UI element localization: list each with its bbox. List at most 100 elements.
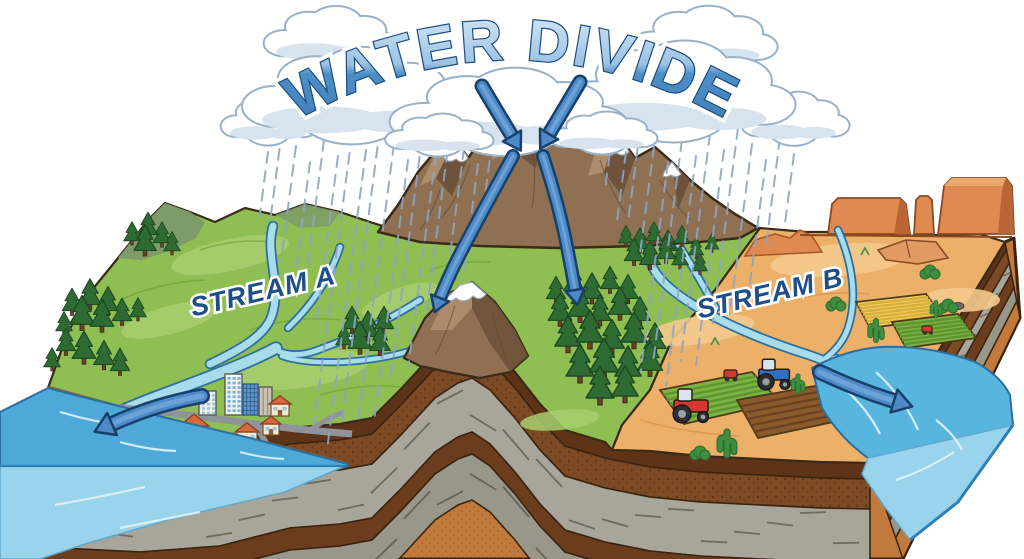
rock-striation	[205, 532, 233, 538]
hill-contour-line	[319, 385, 401, 396]
rain-streak	[407, 153, 437, 366]
rain-streak	[372, 159, 409, 425]
arrow-head	[93, 411, 119, 437]
window	[227, 377, 231, 380]
pine-tree-icon	[585, 365, 615, 406]
rock-striation	[337, 503, 365, 512]
rain-streak	[341, 127, 381, 421]
path-shape	[565, 343, 595, 377]
path-shape	[373, 305, 395, 330]
window	[227, 400, 231, 403]
path-shape	[547, 292, 573, 321]
crop-row	[903, 333, 974, 346]
window	[232, 409, 236, 412]
ellipse-shape	[602, 139, 644, 149]
cactus-icon	[716, 428, 738, 459]
rain-streak	[326, 149, 367, 446]
pine-tree-icon	[123, 221, 141, 246]
rock-striation	[271, 496, 299, 502]
water-streak	[935, 419, 963, 451]
water-streak	[895, 451, 955, 482]
path-shape	[335, 325, 353, 346]
mesa-base-line	[799, 234, 1013, 238]
window	[227, 390, 231, 394]
pine-tree-icon	[575, 309, 605, 350]
rain-streak	[315, 155, 339, 320]
pine-tree-icon	[152, 221, 172, 248]
circle-shape	[929, 268, 941, 280]
rain-streak	[615, 151, 627, 226]
pine-tree-icon	[547, 292, 573, 327]
pine-tree-icon	[691, 252, 709, 276]
cactus-icon	[929, 299, 943, 319]
crop-row	[862, 304, 936, 317]
rain-streak	[638, 145, 655, 257]
cloud	[384, 112, 495, 158]
rain-streak	[651, 139, 683, 366]
rain-streak	[626, 129, 641, 224]
house	[259, 415, 283, 436]
pine-tree-icon	[43, 347, 61, 372]
window	[232, 390, 236, 394]
arrow-head	[564, 287, 586, 307]
circle-shape	[678, 410, 686, 418]
path-shape	[233, 422, 261, 433]
desert-shrub	[919, 264, 941, 280]
window	[212, 398, 215, 401]
rain-streak	[313, 133, 353, 424]
circle-shape	[782, 382, 788, 387]
grass-tuft	[860, 246, 870, 256]
arrow-head	[538, 127, 560, 150]
rect-shape	[272, 427, 277, 431]
ellipse-shape	[229, 126, 281, 140]
flow-arrows	[93, 364, 914, 437]
path-shape	[109, 393, 205, 427]
rock-striation	[370, 467, 398, 494]
rain-streak	[665, 155, 697, 387]
arrow-head	[889, 388, 914, 414]
ellipse-shape	[794, 126, 836, 139]
rock-striation	[304, 478, 332, 485]
window	[232, 377, 236, 380]
rain-streak	[356, 143, 395, 427]
window	[232, 400, 236, 403]
path-shape	[438, 154, 515, 300]
path-shape	[554, 315, 582, 347]
crop-row	[895, 319, 964, 331]
pine-tree-icon	[617, 224, 635, 248]
circle-shape	[947, 302, 959, 314]
window	[207, 411, 210, 415]
path-shape	[259, 415, 283, 425]
grass-highlight	[171, 234, 289, 276]
crop-row	[857, 295, 929, 307]
path-shape	[611, 365, 639, 397]
rain-streak	[695, 149, 725, 366]
pine-tree-icon	[671, 245, 689, 270]
path-shape	[599, 265, 621, 290]
rain-streak	[258, 151, 269, 218]
hill-contour-line	[119, 279, 206, 301]
window	[212, 411, 215, 415]
path-shape	[123, 221, 141, 242]
pine-tree-icon	[89, 298, 115, 333]
tractor	[757, 358, 791, 391]
desert-shrub	[689, 445, 711, 461]
rock-striation	[799, 511, 827, 514]
rock-striation	[535, 458, 563, 488]
window	[237, 409, 241, 412]
rock-striation	[634, 514, 662, 518]
path-shape	[163, 231, 181, 252]
stream-a-outflow-arrow	[93, 388, 210, 437]
stream-channel	[206, 222, 279, 368]
road	[308, 409, 345, 433]
pine-tree-icon	[607, 286, 633, 321]
rock-texture-line	[434, 304, 456, 356]
cactus-icon	[790, 373, 806, 395]
rain-streak	[783, 153, 795, 228]
window	[237, 377, 241, 380]
water-streak	[54, 485, 146, 507]
circle-shape	[923, 331, 927, 335]
window	[227, 395, 231, 399]
rain-streak	[303, 139, 325, 293]
